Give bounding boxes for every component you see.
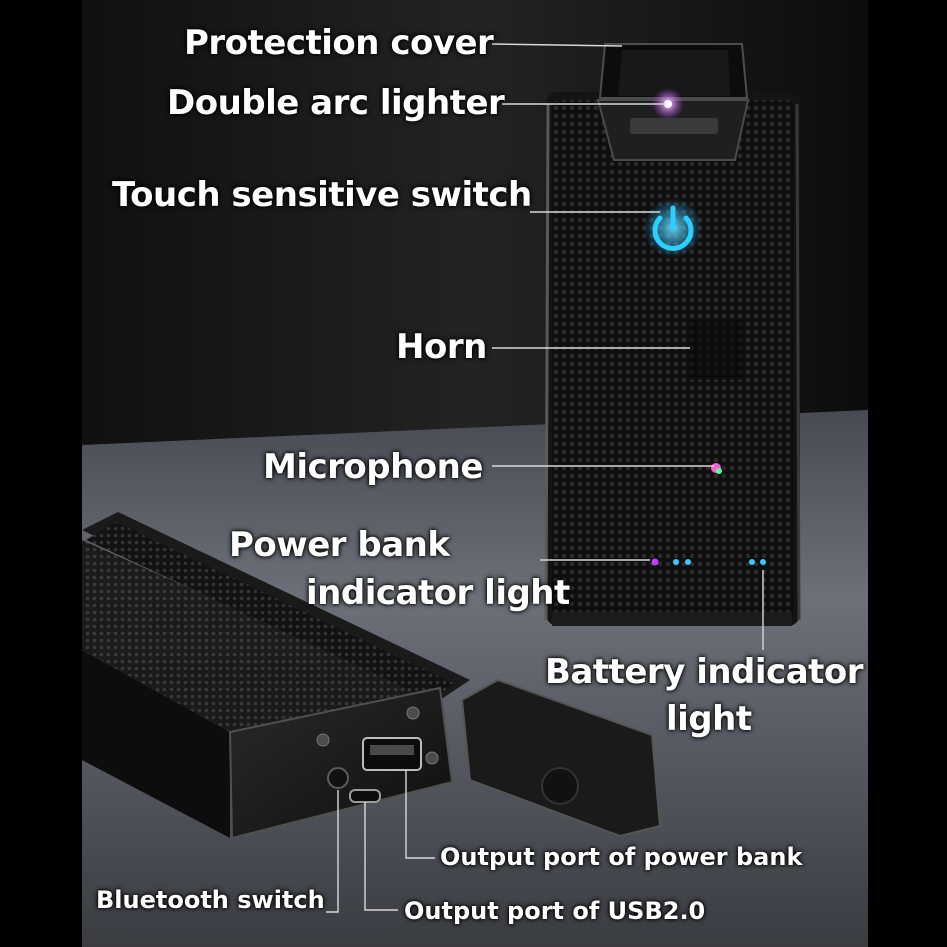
label-protection-cover: Protection cover <box>184 23 494 63</box>
power-icon <box>652 205 694 251</box>
label-double-arc-lighter: Double arc lighter <box>167 83 505 123</box>
label-microphone: Microphone <box>263 447 483 487</box>
label-bluetooth-switch: Bluetooth switch <box>96 886 325 914</box>
label-horn: Horn <box>396 327 487 367</box>
label-touch-sensitive-switch: Touch sensitive switch <box>112 175 532 215</box>
leader-lines <box>326 43 764 913</box>
label-output-port-usb: Output port of USB2.0 <box>404 897 706 925</box>
label-output-port-power-bank: Output port of power bank <box>440 843 803 871</box>
lying-lighter <box>82 512 662 840</box>
label-power-bank-indicator-line2: indicator light <box>306 573 570 613</box>
label-battery-indicator-line1: Battery indicator <box>545 652 864 692</box>
label-battery-indicator-line2: light <box>666 699 752 739</box>
upright-lighter <box>544 43 801 626</box>
label-power-bank-indicator-line1: Power bank <box>229 525 450 565</box>
